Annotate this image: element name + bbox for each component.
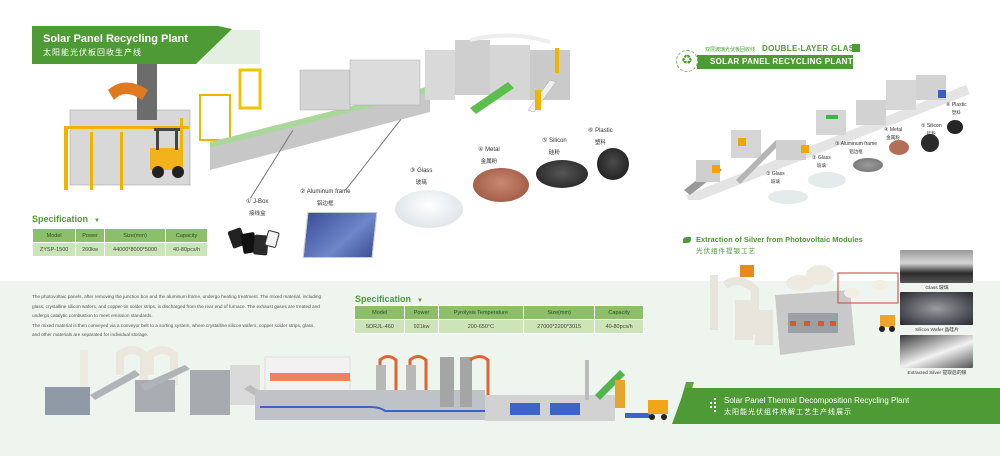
cell-power: 260kw: [75, 242, 105, 257]
line2-aluminum-pile: [853, 158, 883, 172]
col-size: Size(mm): [522, 305, 596, 320]
triangle-down-icon[interactable]: ▼: [417, 298, 423, 304]
output-label-glass: ③ Glass 玻璃: [410, 168, 433, 186]
process-description: The photovoltaic panels, after removing …: [32, 292, 322, 340]
line2-metal-pile: [889, 140, 909, 155]
col-size: Size(mm): [103, 228, 167, 243]
recycle-icon: ♻: [676, 50, 698, 72]
line2-silicon-pile: [921, 134, 939, 152]
glass-sample-caption: Glass 玻璃: [925, 286, 949, 291]
footer-title-cn: 太阳能光伏组件热解工艺生产线展示: [724, 409, 852, 416]
conveyor-line: [210, 59, 430, 170]
output-label-aluminum-frame: ② Aluminum frame 铝边框: [300, 189, 351, 207]
col-model: Model: [353, 305, 406, 320]
description-paragraph-2: The mixed material is then conveyed via …: [32, 322, 315, 338]
cell-capacity: 40-80pcs/h: [165, 242, 208, 257]
metal-pile-image: [473, 168, 529, 202]
output-label-metal: ④ Metal 金属粉: [478, 147, 500, 165]
col-power: Power: [75, 228, 105, 243]
aluminum-frame-image: [302, 212, 378, 258]
col-capacity: Capacity: [165, 228, 208, 243]
right-header-bar: SOLAR PANEL RECYCLING PLANT: [697, 55, 853, 69]
cell-power: 921kw: [404, 319, 439, 334]
silver-extraction-title-cn: 光伏组件提银工艺: [696, 248, 756, 255]
cell-model: ZYSP-1500: [31, 242, 77, 257]
dots-icon: [710, 398, 718, 412]
header-title-cn: 太阳能光伏板回收生产线: [43, 48, 142, 57]
col-model: Model: [31, 228, 77, 243]
cell-model: SDRJL-460: [353, 319, 406, 334]
line2-plastic-pile: [947, 120, 963, 134]
cell-size: 27000*2200*3015: [522, 319, 596, 334]
line2-output-glass-1: ① Glass 玻璃: [766, 171, 785, 184]
table-header-row: Model Power Pyrolysis Temperature Size(m…: [353, 305, 644, 320]
footer-title-en: Solar Panel Thermal Decomposition Recycl…: [724, 396, 910, 405]
table-header-row: Model Power Size(mm) Capacity: [31, 228, 208, 243]
line2-glass-pile: [768, 190, 808, 204]
table-row: ZYSP-1500 260kw 44000*8000*5000 40-80pcs…: [31, 242, 208, 257]
spec-table-2: Model Power Pyrolysis Temperature Size(m…: [353, 305, 644, 334]
output-label-jbox: ① J-Box 接线盒: [246, 199, 269, 217]
line2-glass-pile: [808, 172, 846, 188]
silicon-pile-image: [536, 160, 588, 188]
silicon-wafer-sample-caption: Silicon Wafer 晶硅片: [915, 328, 959, 333]
glass-pile-image: [395, 190, 463, 228]
extracted-silver-sample-image: [900, 335, 973, 368]
double-layer-subtitle-en: DOUBLE-LAYER GLASS: [762, 44, 861, 53]
line2-output-plastic: ⑥ Plastic 塑料: [946, 102, 967, 115]
square-marker-icon: [852, 44, 860, 52]
triangle-down-icon[interactable]: ▼: [94, 218, 100, 224]
col-pyrolysis-temperature: Pyrolysis Temperature: [437, 305, 524, 320]
silver-extraction-title: Extraction of Silver from Photovoltaic M…: [696, 235, 863, 244]
double-layer-subtitle-cn: 双层玻璃光伏板回收线: [705, 47, 756, 53]
table-row: SDRJL-460 921kw 200-650°C 27000*2200*301…: [353, 319, 644, 334]
silicon-wafer-sample-image: [900, 292, 973, 325]
output-label-plastic: ⑥ Plastic 塑料: [588, 128, 613, 146]
line2-output-metal: ④ Metal 金属粉: [884, 127, 903, 140]
robot-cell: [64, 64, 231, 190]
sorting-towers: [425, 33, 570, 114]
line2-output-glass-2: ② Glass 玻璃: [812, 155, 831, 168]
spec-heading-2: Specification▼: [355, 294, 423, 304]
line2-output-aluminum-frame: ③ Aluminum frame 铝边框: [835, 141, 878, 154]
double-layer-line-illustration: [684, 75, 970, 200]
cell-pyrolysis-temperature: 200-650°C: [437, 319, 524, 334]
jbox-image: [226, 219, 281, 261]
spec-heading-1: Specification▼: [32, 214, 100, 224]
forklift: [150, 128, 184, 178]
cell-size: 44000*8000*5000: [103, 242, 167, 257]
line2-output-silicon: ⑤ Silicon 硅粉: [921, 123, 942, 136]
glass-sample-image: [900, 250, 973, 283]
description-paragraph-1: The photovoltaic panels, after removing …: [32, 294, 322, 318]
extracted-silver-sample-caption: Extracted Silver 提取后的银: [907, 371, 967, 376]
footer-banner: Solar Panel Thermal Decomposition Recycl…: [672, 388, 1000, 424]
thermal-decomposition-line-illustration: [45, 346, 668, 421]
leaf-icon: [683, 237, 691, 243]
output-label-silicon: ⑤ Silicon 硅粉: [542, 138, 567, 156]
silver-extraction-illustration: [710, 265, 899, 355]
plastic-pile-image: [597, 148, 629, 180]
col-capacity: Capacity: [594, 305, 644, 320]
header-banner-left: Solar Panel Recycling Plant 太阳能光伏板回收生产线: [32, 26, 232, 64]
spec-table-1: Model Power Size(mm) Capacity ZYSP-1500 …: [31, 228, 208, 257]
col-power: Power: [404, 305, 439, 320]
recycling-line-illustration: [64, 33, 570, 190]
header-title-en: Solar Panel Recycling Plant: [43, 33, 188, 45]
cell-capacity: 40-80pcs/h: [594, 319, 644, 334]
